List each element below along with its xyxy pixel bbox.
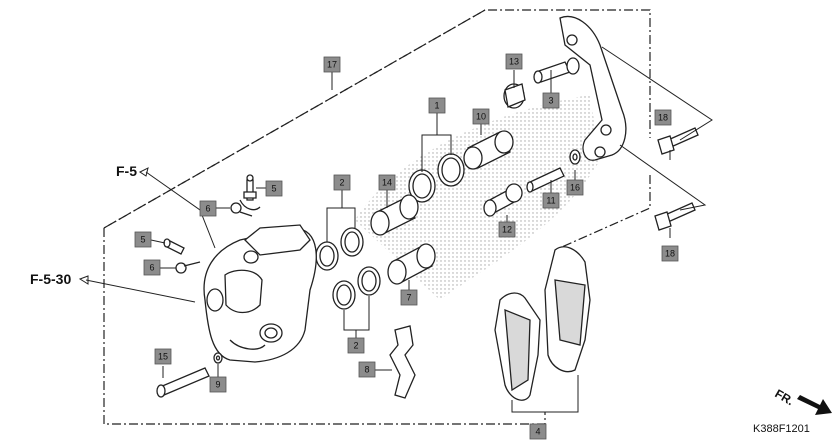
assembly-boundary (103, 228, 546, 425)
svg-text:2: 2 (353, 341, 358, 351)
front-label: FR. (773, 386, 797, 408)
callout-5b: 5 (134, 231, 152, 248)
piston-seals-upper (408, 153, 465, 203)
svg-text:11: 11 (546, 196, 555, 206)
svg-text:14: 14 (382, 178, 392, 188)
bleeder-cap-6a (230, 202, 253, 217)
svg-text:13: 13 (509, 57, 519, 67)
svg-text:9: 9 (215, 380, 220, 390)
callout-3: 3 (542, 92, 560, 109)
callout-18a: 18 (654, 109, 672, 126)
callout-6a: 6 (199, 200, 217, 217)
reference-f5: F-5 (116, 163, 137, 179)
brake-pads (494, 246, 591, 401)
svg-text:5: 5 (140, 235, 145, 245)
piston-7 (387, 243, 436, 285)
callout-2b: 2 (347, 337, 365, 354)
piston-10 (463, 130, 514, 170)
svg-text:6: 6 (205, 204, 210, 214)
callout-13: 13 (505, 53, 523, 70)
piston-seals-2 (315, 227, 381, 310)
svg-text:15: 15 (158, 352, 168, 362)
callout-18b: 18 (661, 245, 679, 262)
callout-10: 10 (472, 108, 490, 125)
bleeder-valve (239, 174, 261, 211)
callout-17: 17 (323, 56, 341, 73)
callout-9: 9 (209, 376, 227, 393)
callout-6b: 6 (143, 259, 161, 276)
svg-text:4: 4 (535, 427, 540, 437)
svg-text:3: 3 (548, 96, 553, 106)
callout-11: 11 (542, 192, 560, 209)
callout-1: 1 (428, 97, 446, 114)
piston-14 (370, 194, 419, 236)
bleeder-screw-5b (163, 238, 185, 255)
callout-4: 4 (529, 423, 547, 440)
svg-text:12: 12 (502, 225, 512, 235)
caliper-body (203, 224, 317, 363)
caliper-bracket (533, 15, 627, 161)
callout-8: 8 (358, 361, 376, 378)
callout-7: 7 (400, 289, 418, 306)
callout-16: 16 (566, 179, 584, 196)
bleeder-cap-6b (175, 261, 201, 274)
svg-text:8: 8 (364, 365, 369, 375)
assembly-boundary-diag (103, 9, 486, 229)
front-arrow-icon (797, 395, 832, 415)
svg-text:7: 7 (406, 293, 411, 303)
diagram-code: K388F1201 (753, 423, 810, 435)
svg-text:10: 10 (476, 112, 486, 122)
bracket-bolts-18 (654, 127, 699, 231)
callout-12: 12 (498, 221, 516, 238)
svg-text:18: 18 (665, 249, 675, 259)
slide-pin-12 (483, 183, 523, 217)
svg-text:5: 5 (271, 184, 276, 194)
pad-spring-8 (389, 325, 416, 399)
pad-pin-15 (156, 352, 223, 398)
callout-2a: 2 (333, 174, 351, 191)
svg-text:16: 16 (570, 183, 580, 193)
svg-text:6: 6 (149, 263, 154, 273)
assembly-boundary-top (103, 9, 651, 229)
reference-f5-30: F-5-30 (30, 271, 71, 287)
svg-text:1: 1 (434, 101, 439, 111)
svg-text:17: 17 (327, 60, 337, 70)
assembly-boundary-right (554, 175, 651, 251)
callout-15: 15 (154, 348, 172, 365)
callout-5a: 5 (265, 180, 283, 197)
front-direction-indicator: FR. (773, 386, 832, 415)
callout-14: 14 (378, 174, 396, 191)
leader-lines (78, 46, 713, 413)
svg-text:2: 2 (339, 178, 344, 188)
slide-pin-11 (526, 149, 581, 193)
svg-text:18: 18 (658, 113, 668, 123)
